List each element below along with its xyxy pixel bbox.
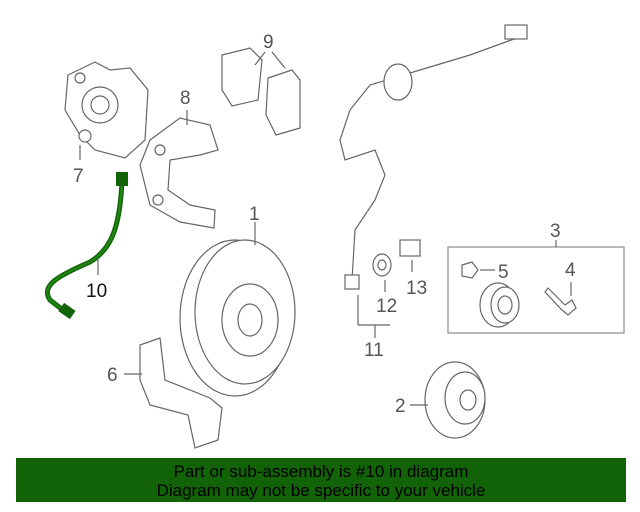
callout-12[interactable]: 12: [376, 296, 397, 317]
leader-9b: [271, 51, 286, 69]
part-abs-sensor[interactable]: [339, 24, 528, 290]
part-clip[interactable]: [399, 239, 421, 257]
info-banner: Part or sub-assembly is #10 in diagram D…: [16, 458, 626, 502]
callout-9[interactable]: 9: [263, 32, 274, 53]
kit-box: [447, 246, 625, 334]
part-bearing[interactable]: [479, 282, 520, 328]
part-nut[interactable]: [461, 261, 479, 279]
callout-8[interactable]: 8: [180, 88, 191, 109]
callout-4[interactable]: 4: [565, 260, 576, 281]
part-caliper[interactable]: [64, 61, 149, 159]
callout-13[interactable]: 13: [406, 278, 427, 299]
callout-6[interactable]: 6: [107, 365, 118, 386]
banner-line-1: Part or sub-assembly is #10 in diagram: [173, 462, 469, 481]
part-brake-rotor[interactable]: [179, 239, 296, 397]
part-ring[interactable]: [372, 253, 392, 277]
leader-9: [254, 51, 266, 66]
callout-1[interactable]: 1: [249, 204, 260, 225]
callout-10[interactable]: 10: [86, 281, 107, 302]
callout-2[interactable]: 2: [395, 396, 406, 417]
part-bolt[interactable]: [544, 287, 577, 316]
callout-5[interactable]: 5: [498, 262, 509, 283]
banner-line-2: Diagram may not be specific to your vehi…: [156, 481, 486, 500]
callout-11[interactable]: 11: [364, 340, 384, 361]
part-brake-pads[interactable]: [221, 47, 301, 136]
part-brake-hose[interactable]: [45, 172, 128, 320]
callout-7[interactable]: 7: [73, 166, 84, 187]
callout-3[interactable]: 3: [550, 221, 561, 242]
part-splash-shield[interactable]: [139, 337, 223, 449]
part-caliper-bracket[interactable]: [139, 117, 219, 229]
part-wheel-hub[interactable]: [424, 361, 486, 439]
